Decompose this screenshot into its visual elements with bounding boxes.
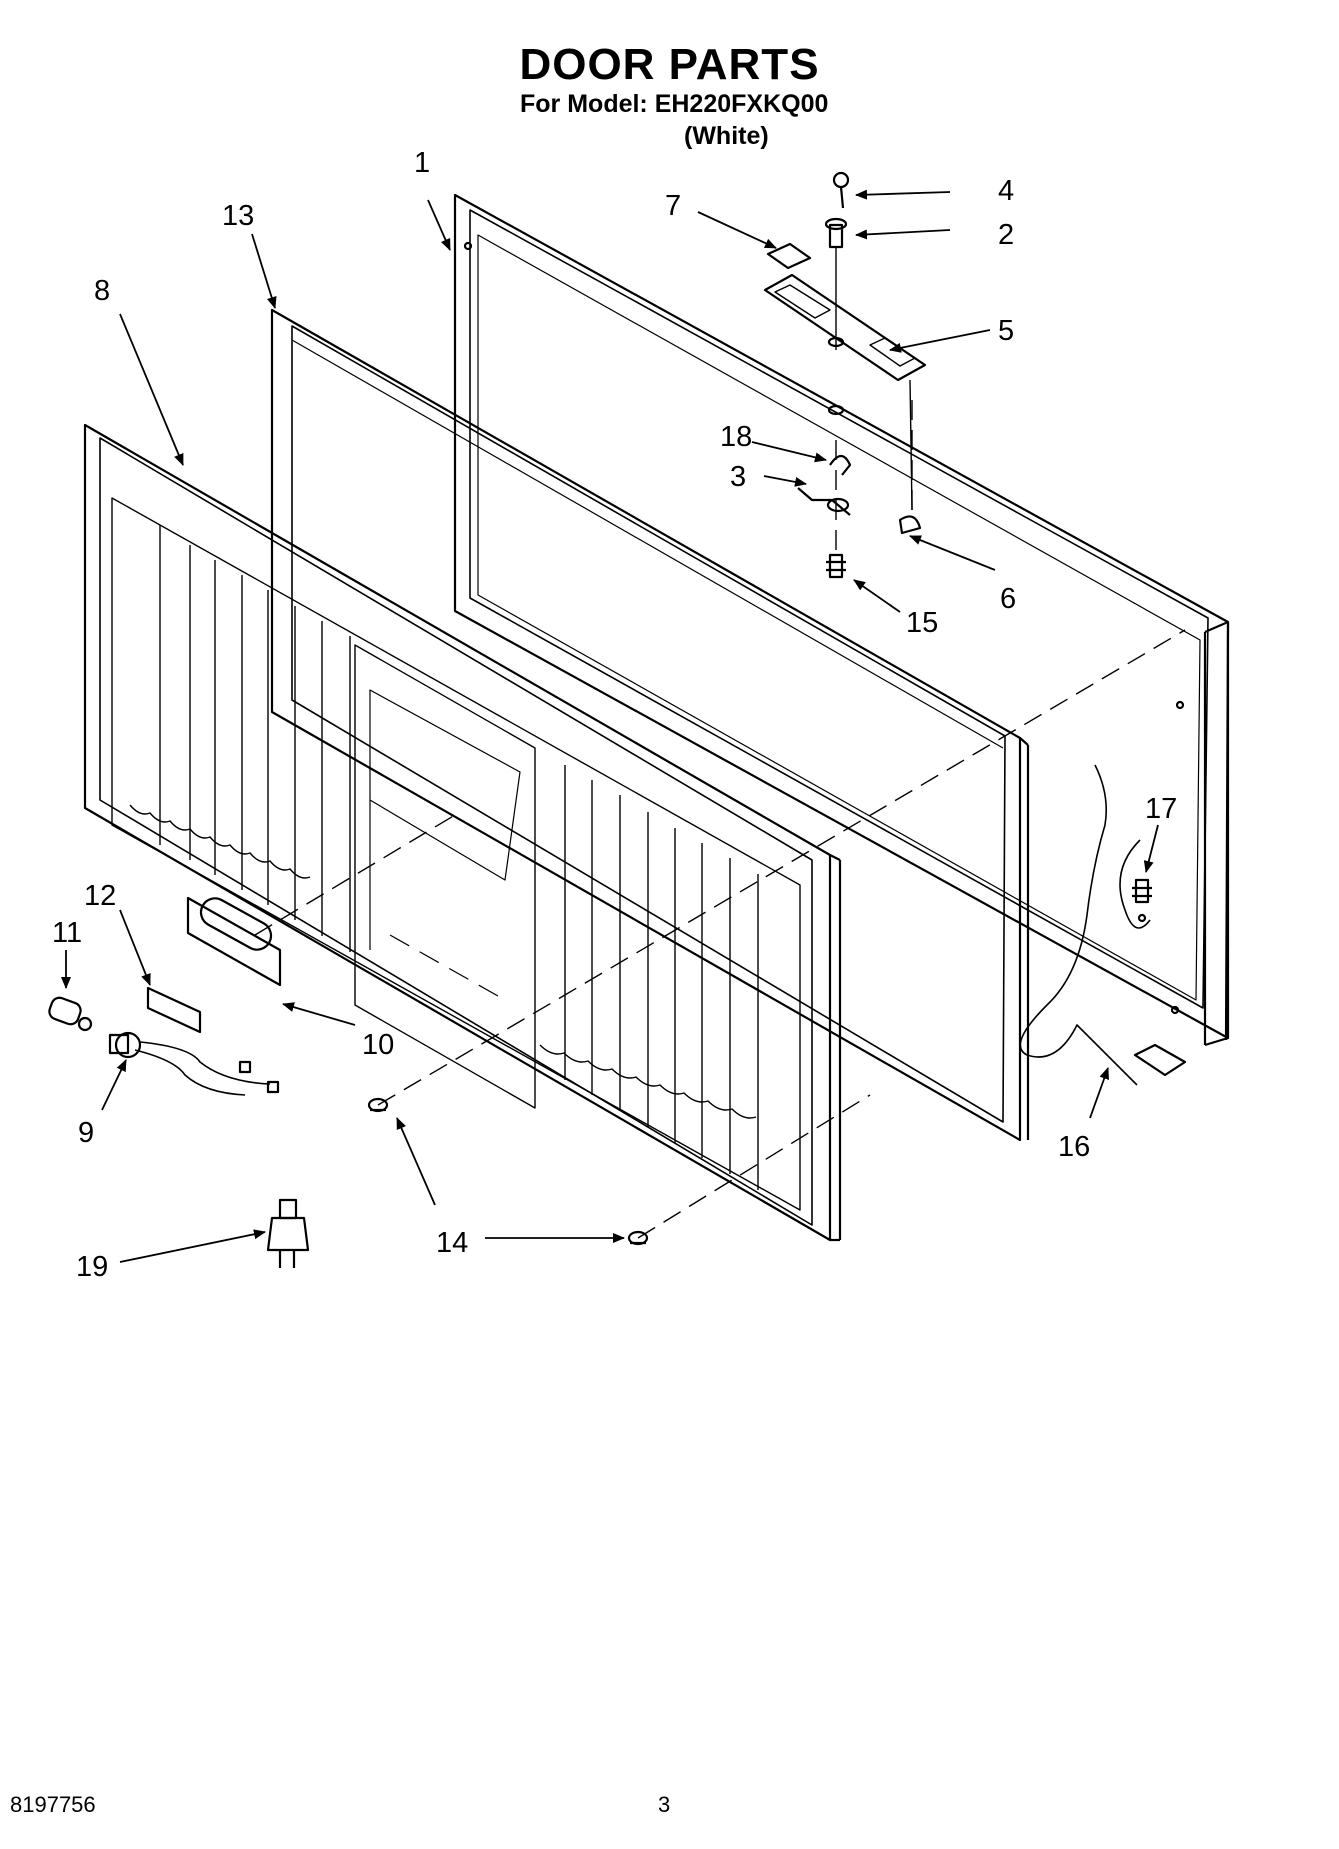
part-9-socket: [108, 1031, 280, 1096]
door-outer-frame: [453, 193, 1230, 1047]
page-number: 3: [658, 1792, 671, 1817]
part-14-plug-upper: [367, 1097, 389, 1113]
part-15-screw: [826, 553, 846, 579]
leader-arrows: [61, 189, 1159, 1263]
callout-13: 13: [222, 200, 254, 232]
alignment-lines: [254, 400, 1186, 1239]
part-5-latch-cover: [763, 273, 927, 511]
inner-door-liner: [83, 423, 842, 1242]
callout-7: 7: [665, 190, 681, 222]
part-2-lock: [824, 217, 848, 350]
part-11-bulb: [48, 996, 93, 1032]
door-gasket: [270, 308, 1030, 1142]
part-14-plug-lower: [627, 1230, 649, 1246]
callout-9: 9: [78, 1117, 94, 1149]
callout-3: 3: [730, 461, 746, 493]
callout-12: 12: [84, 880, 116, 912]
part-6-clip: [898, 515, 922, 535]
callout-5: 5: [998, 315, 1014, 347]
callout-15: 15: [906, 607, 938, 639]
part-4-key: [832, 171, 850, 209]
callout-11: 11: [52, 917, 82, 949]
callout-4: 4: [998, 175, 1014, 207]
color-label: (White): [684, 122, 769, 150]
part-7-pad: [766, 242, 812, 270]
part-17-screw: [1132, 878, 1152, 923]
callout-17: 17: [1145, 793, 1177, 825]
part-10-bezel: [186, 896, 282, 987]
callout-18: 18: [720, 421, 752, 453]
model-label: For Model: EH220FXKQ00: [520, 90, 829, 118]
callout-16: 16: [1058, 1131, 1090, 1163]
callout-6: 6: [1000, 583, 1016, 615]
part-19-switch: [266, 1198, 310, 1268]
callout-1: 1: [414, 147, 430, 179]
callout-19: 19: [76, 1251, 108, 1283]
part-16-harness: [1019, 764, 1187, 1086]
callout-2: 2: [998, 219, 1014, 251]
part-18-clip: [829, 454, 852, 476]
document-number: 8197756: [10, 1792, 96, 1817]
callout-10: 10: [362, 1029, 394, 1061]
part-3-bracket: [797, 487, 851, 516]
callout-14: 14: [436, 1227, 468, 1259]
part-12-lens: [146, 986, 202, 1034]
page-title: DOOR PARTS: [519, 40, 820, 89]
callout-8: 8: [94, 275, 110, 307]
